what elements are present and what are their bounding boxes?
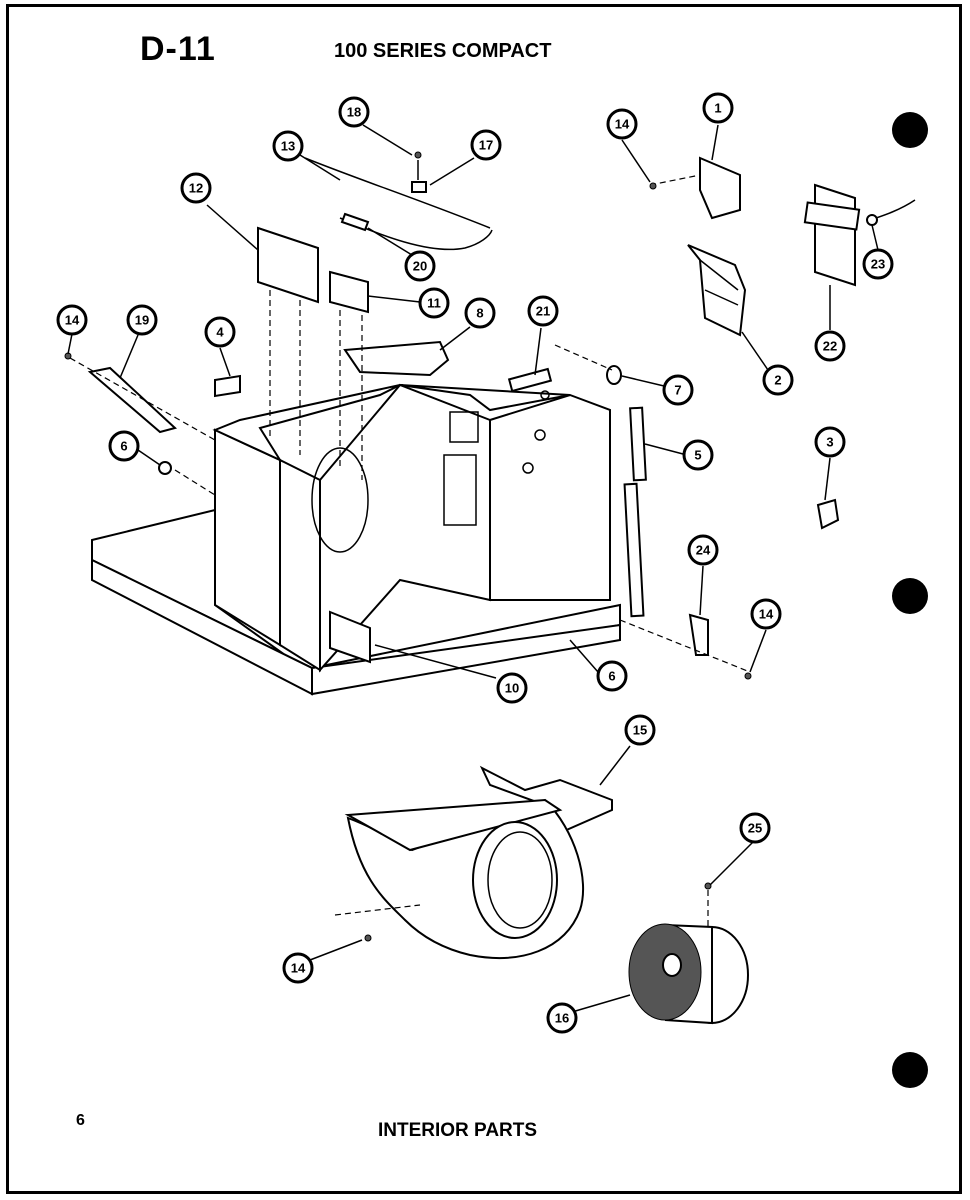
callout-15: 15 [624,714,656,746]
svg-text:10: 10 [505,681,519,696]
callout-14-b: 14 [56,304,88,336]
svg-text:14: 14 [65,313,80,328]
right-side-parts [507,344,840,673]
svg-text:25: 25 [748,821,762,836]
callout-23: 23 [862,248,894,280]
callout-7: 7 [662,374,694,406]
svg-text:7: 7 [674,383,681,398]
callout-12: 12 [180,172,212,204]
callout-24: 24 [687,534,719,566]
svg-text:1: 1 [714,101,721,116]
svg-text:18: 18 [347,105,361,120]
punch-hole-middle [892,578,928,614]
page-frame [6,4,962,1194]
svg-text:5: 5 [694,448,701,463]
callout-14-d: 14 [282,952,314,984]
callout-6: 6 [108,430,140,462]
svg-text:14: 14 [291,961,306,976]
section-title: INTERIOR PARTS [378,1120,538,1141]
callout-20: 20 [404,250,436,282]
callout-5: 5 [682,439,714,471]
svg-text:4: 4 [216,325,224,340]
callout-18: 18 [338,96,370,128]
cabinet-assembly [91,340,621,696]
callout-25: 25 [739,812,771,844]
blower-housing [334,765,613,959]
leader-lines [67,124,879,1013]
svg-text:13: 13 [281,139,295,154]
svg-text:19: 19 [135,313,149,328]
callout-3: 3 [814,426,846,458]
svg-text:6: 6 [120,439,127,454]
svg-text:6: 6 [608,669,615,684]
svg-text:11: 11 [427,296,441,311]
callout-19: 19 [126,304,158,336]
svg-text:17: 17 [479,138,493,153]
svg-text:16: 16 [555,1011,569,1026]
control-panel-parts [257,226,369,480]
svg-text:2: 2 [774,373,781,388]
punch-hole-bottom [892,1052,928,1088]
sheet-code: D-11 [140,30,216,68]
callout-16: 16 [546,1002,578,1034]
page-number: 6 [76,1112,85,1129]
bracket-parts [649,156,916,337]
callout-17: 17 [470,129,502,161]
callout-14-c: 14 [750,598,782,630]
callout-2: 2 [762,364,794,396]
callout-21: 21 [527,295,559,327]
svg-text:8: 8 [476,306,483,321]
svg-text:3: 3 [826,435,833,450]
callout-4: 4 [204,316,236,348]
callout-14-a: 14 [606,108,638,140]
callout-22: 22 [814,330,846,362]
callout-6-b: 6 [596,660,628,692]
svg-text:14: 14 [759,607,774,622]
svg-text:22: 22 [823,339,837,354]
svg-text:21: 21 [536,304,550,319]
svg-text:15: 15 [633,723,647,738]
sensor-assembly [304,157,493,251]
callout-8: 8 [464,297,496,329]
blower-wheel [628,890,749,1025]
left-side-parts [69,357,241,496]
svg-text:23: 23 [871,257,885,272]
punch-hole-top [892,112,928,148]
svg-text:14: 14 [615,117,630,132]
svg-text:24: 24 [696,543,711,558]
svg-text:20: 20 [413,259,427,274]
callout-11: 11 [418,287,450,319]
callout-1: 1 [702,92,734,124]
sheet-title: 100 SERIES COMPACT [334,40,552,62]
svg-text:12: 12 [189,181,203,196]
callout-10: 10 [496,672,528,704]
callout-13: 13 [272,130,304,162]
